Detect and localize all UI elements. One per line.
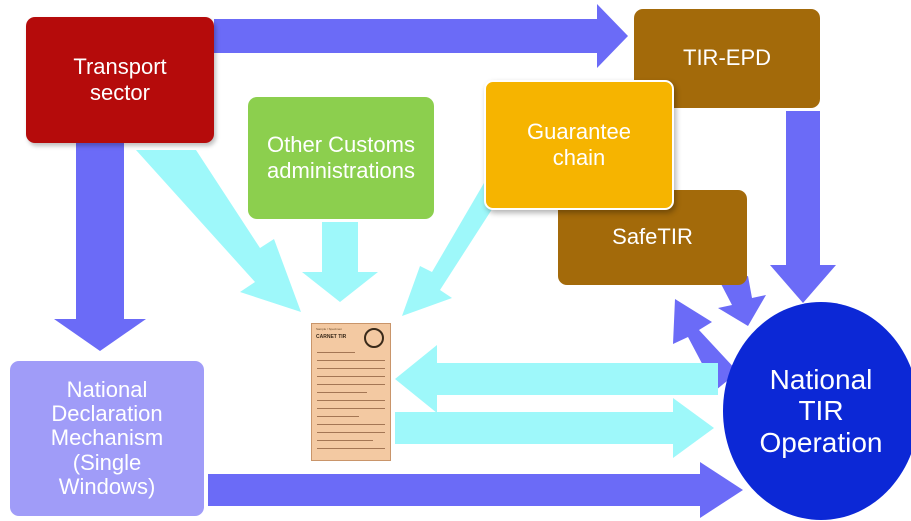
carnet-line xyxy=(317,408,385,409)
carnet-line xyxy=(317,416,359,417)
arrow-operation-to-safetir xyxy=(673,299,738,390)
carnet-title: CARNET TIR xyxy=(316,334,347,340)
carnet-line xyxy=(317,424,385,425)
arrow-carnet-to-operation xyxy=(395,398,714,458)
carnet-line xyxy=(317,432,385,433)
carnet-line xyxy=(317,384,385,385)
arrow-tirepd-to-operation xyxy=(770,111,836,303)
carnet-line xyxy=(317,440,373,441)
arrow-customs-to-carnet xyxy=(302,222,378,302)
arrow-transport-to-carnet xyxy=(136,150,301,312)
node-national-tir-operation: National TIR Operation xyxy=(723,302,911,520)
carnet-tir-document: Sample / Specimen CARNET TIR xyxy=(311,323,391,461)
carnet-line xyxy=(317,392,367,393)
arrow-guarantee-to-carnet xyxy=(402,183,496,316)
carnet-stamp-icon xyxy=(364,328,384,348)
carnet-line xyxy=(317,448,385,449)
arrow-declaration-to-operation xyxy=(208,462,743,518)
arrow-transport-to-tirepd xyxy=(214,4,628,68)
node-national-declaration-mechanism: National Declaration Mechanism (Single W… xyxy=(10,361,204,516)
arrow-transport-to-declaration xyxy=(54,143,146,351)
arrow-safetir-to-operation xyxy=(718,276,766,326)
carnet-line xyxy=(317,360,385,361)
carnet-line xyxy=(317,400,385,401)
carnet-line xyxy=(317,352,355,353)
carnet-line xyxy=(317,376,385,377)
node-other-customs-administrations: Other Customs administrations xyxy=(248,97,434,219)
node-guarantee-chain: Guarantee chain xyxy=(484,80,674,210)
carnet-header: Sample / Specimen xyxy=(316,327,343,331)
node-transport-sector: Transport sector xyxy=(26,17,214,143)
arrow-operation-to-carnet xyxy=(395,345,718,413)
carnet-line xyxy=(317,368,385,369)
